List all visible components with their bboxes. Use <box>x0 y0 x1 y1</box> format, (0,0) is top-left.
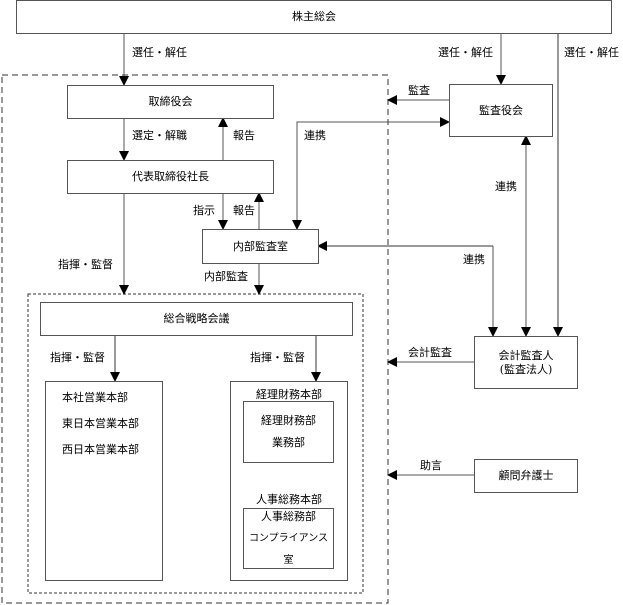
accounting-auditor-sublabel: (監査法人) <box>499 362 553 376</box>
edge-label-report-to-president: 報告 <box>233 204 255 217</box>
management-group-boundary <box>1 74 389 604</box>
finance-department: 経理財務部 <box>261 414 316 427</box>
strategy-meeting-label: 総合戦略会議 <box>163 312 230 325</box>
sales-divisions-list: 本社営業本部 東日本営業本部 西日本営業本部 <box>62 385 139 463</box>
edge-label-elect-dismiss-board: 選任・解任 <box>132 46 187 59</box>
internal-audit-label: 内部監査室 <box>233 239 288 253</box>
hr-division-title: 人事総務本部 <box>256 493 322 506</box>
strategy-meeting-box: 総合戦略会議 <box>40 302 353 336</box>
shareholders-meeting-label: 株主総会 <box>292 10 336 23</box>
edge-label-select-dismiss: 選定・解職 <box>132 129 187 142</box>
edge-label-accounting-audit: 会計監査 <box>408 346 452 359</box>
edge-label-direct-supervise-main: 指揮・監督 <box>58 258 113 271</box>
operations-group-boundary <box>27 293 364 594</box>
edge-label-internal-audit: 内部監査 <box>204 270 248 283</box>
board-box: 取締役会 <box>67 85 274 119</box>
auditors-board-box: 監査役会 <box>449 84 553 137</box>
legal-advisor-label: 顧問弁護士 <box>498 469 554 482</box>
president-label: 代表取締役社長 <box>132 170 209 183</box>
president-box: 代表取締役社長 <box>67 160 274 194</box>
legal-advisor-box: 顧問弁護士 <box>474 459 578 493</box>
hr-departments-box: 人事総務部 コンプライアンス室 <box>243 508 334 569</box>
sales-divisions-box <box>45 381 163 581</box>
edge-label-direct-supervise-left: 指揮・監督 <box>50 351 105 364</box>
edge-label-coordinate-auditors-accounting: 連携 <box>495 180 517 193</box>
business-department: 業務部 <box>272 436 305 449</box>
board-label: 取締役会 <box>148 95 193 108</box>
shareholders-meeting-box: 株主総会 <box>16 0 612 34</box>
finance-departments-box: 経理財務部 業務部 <box>243 401 334 463</box>
accounting-auditor-label: 会計監査人 <box>498 348 554 362</box>
edge-label-elect-dismiss-auditors: 選任・解任 <box>438 46 493 59</box>
edge-label-coordinate-accounting-internal: 連携 <box>463 253 485 266</box>
accounting-auditor-box: 会計監査人 (監査法人) <box>474 336 578 389</box>
hr-department: 人事総務部 <box>261 509 316 523</box>
finance-division-title: 経理財務本部 <box>256 388 322 401</box>
auditors-board-label: 監査役会 <box>479 103 523 117</box>
edge-label-instruct: 指示 <box>193 204 215 217</box>
edge-label-advice: 助言 <box>420 459 442 472</box>
compliance-office: コンプライアンス室 <box>248 532 329 566</box>
sales-division-item: 東日本営業本部 <box>62 417 139 430</box>
edge-label-coordinate-audit-internal: 連携 <box>304 129 326 142</box>
edge-label-audit: 監査 <box>408 84 430 97</box>
sales-division-item: 本社営業本部 <box>62 391 128 404</box>
internal-audit-box: 内部監査室 <box>202 229 319 264</box>
sales-division-item: 西日本営業本部 <box>62 443 139 456</box>
edge-label-elect-dismiss-accounting: 選任・解任 <box>564 46 619 59</box>
edge-label-direct-supervise-right: 指揮・監督 <box>250 351 305 364</box>
edge-label-report-to-board: 報告 <box>233 129 255 142</box>
